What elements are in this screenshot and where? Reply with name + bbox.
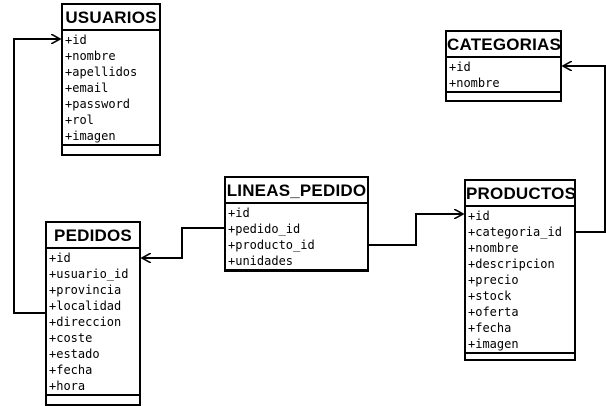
entity-fields: +id +pedido_id +producto_id +unidades: [226, 204, 367, 271]
field: +fecha: [49, 363, 93, 377]
entity-methods-section: [447, 93, 560, 101]
entity-title: CATEGORIAS: [447, 32, 560, 58]
field: +nombre: [65, 49, 116, 63]
connector-lineas-productos: [369, 214, 463, 246]
field: +apellidos: [65, 65, 138, 79]
field: +direccion: [49, 315, 122, 329]
entity-methods-section: [47, 396, 139, 404]
entity-methods-section: [63, 146, 159, 154]
field: +id: [468, 209, 490, 223]
entity-lineas-pedido[interactable]: LINEAS_PEDIDO +id +pedido_id +producto_i…: [224, 176, 369, 272]
field: +coste: [49, 331, 93, 345]
entity-fields: +id +nombre +apellidos +email +password …: [63, 31, 159, 146]
field: +nombre: [449, 76, 500, 90]
field: +id: [449, 60, 471, 74]
field: +id: [65, 33, 87, 47]
field: +oferta: [468, 305, 519, 319]
field: +password: [65, 97, 131, 111]
field: +categoria_id: [468, 225, 562, 239]
entity-fields: +id +nombre: [447, 58, 560, 93]
entity-fields: +id +categoria_id +nombre +descripcion +…: [466, 207, 574, 354]
field: +usuario_id: [49, 267, 129, 281]
field: +unidades: [228, 254, 294, 268]
entity-title: PEDIDOS: [47, 223, 139, 249]
connector-productos-categorias: [563, 66, 606, 233]
field: +descripcion: [468, 257, 555, 271]
field: +estado: [49, 347, 100, 361]
field: +fecha: [468, 321, 512, 335]
entity-categorias[interactable]: CATEGORIAS +id +nombre: [445, 30, 562, 102]
field: +imagen: [65, 129, 116, 143]
field: +id: [228, 206, 250, 220]
entity-methods-section: [226, 271, 367, 279]
entity-fields: +id +usuario_id +provincia +localidad +d…: [47, 249, 139, 396]
field: +localidad: [49, 299, 122, 313]
field: +pedido_id: [228, 222, 301, 236]
entity-title: LINEAS_PEDIDO: [226, 178, 367, 204]
connector-pedidos-usuarios: [13, 39, 60, 314]
entity-pedidos[interactable]: PEDIDOS +id +usuario_id +provincia +loca…: [45, 221, 141, 406]
entity-methods-section: [466, 354, 574, 362]
field: +rol: [65, 113, 94, 127]
connector-lineas-pedidos: [142, 227, 224, 258]
field: +imagen: [468, 337, 519, 351]
field: +email: [65, 81, 109, 95]
field: +provincia: [49, 283, 122, 297]
field: +precio: [468, 273, 519, 287]
field: +producto_id: [228, 238, 315, 252]
field: +hora: [49, 379, 86, 393]
field: +id: [49, 251, 71, 265]
entity-title: PRODUCTOS: [466, 181, 574, 207]
field: +nombre: [468, 241, 519, 255]
entity-productos[interactable]: PRODUCTOS +id +categoria_id +nombre +des…: [464, 179, 576, 361]
entity-title: USUARIOS: [63, 5, 159, 31]
field: +stock: [468, 289, 512, 303]
entity-usuarios[interactable]: USUARIOS +id +nombre +apellidos +email +…: [61, 3, 161, 156]
